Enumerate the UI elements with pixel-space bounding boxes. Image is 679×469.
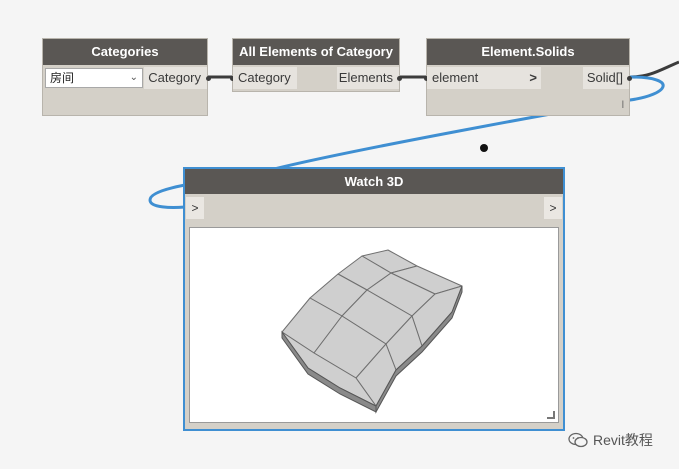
solids-output-port[interactable]: Solid[] [583,67,629,89]
elements-output-connector[interactable] [397,76,402,81]
category-output-connector[interactable] [206,76,211,81]
category-output-port[interactable]: Category [144,67,207,89]
solid-edge [375,285,463,414]
watch3d-viewport[interactable] [189,227,559,423]
category-dropdown-value: 房间 [50,71,75,85]
categories-node-title[interactable]: Categories [43,39,207,65]
watch3d-input-label: > [191,201,199,215]
element-input-port[interactable]: element > [427,67,541,89]
element-solids-node[interactable]: Element.Solids element > Solid[] l [424,38,632,116]
watch3d-node[interactable]: Watch 3D > > [183,167,565,431]
solids-preview [281,249,463,414]
elements-output-port[interactable]: Elements [337,67,399,89]
resize-grip-icon[interactable] [547,411,555,419]
watch3d-output-port[interactable]: > [544,197,562,219]
expand-arrow-icon[interactable]: > [529,70,537,85]
element-solids-node-title[interactable]: Element.Solids [427,39,629,65]
watch3d-input-port[interactable]: > [186,197,204,219]
watch3d-node-title[interactable]: Watch 3D [185,169,563,194]
category-input-port[interactable]: Category [233,67,297,89]
solids-output-label: Solid[] [586,70,623,85]
elements-output-label: Elements [338,70,393,85]
category-dropdown[interactable]: 房间 ⌄ [45,68,143,88]
cursor-icon [480,144,488,152]
lacing-indicator: l [621,100,624,111]
element-input-label: element [432,70,479,85]
all-elements-node-title[interactable]: All Elements of Category [233,39,399,65]
wire-element-solids-to-offscreen[interactable] [629,60,679,79]
watermark-text: Revit教程 [593,432,653,448]
watermark: Revit教程 [568,430,653,450]
category-input-connector[interactable] [230,76,235,81]
wechat-logo-icon [568,432,588,448]
all-elements-of-category-node[interactable]: All Elements of Category Category Elemen… [230,38,402,92]
category-input-label: Category [238,70,291,85]
watch3d-output-label: > [549,201,557,215]
categories-node[interactable]: Categories 房间 ⌄ Category [42,38,211,116]
chevron-down-icon[interactable]: ⌄ [129,72,138,83]
solids-output-connector[interactable] [627,76,632,81]
category-output-label: Category [148,70,201,85]
element-input-connector[interactable] [424,76,429,81]
